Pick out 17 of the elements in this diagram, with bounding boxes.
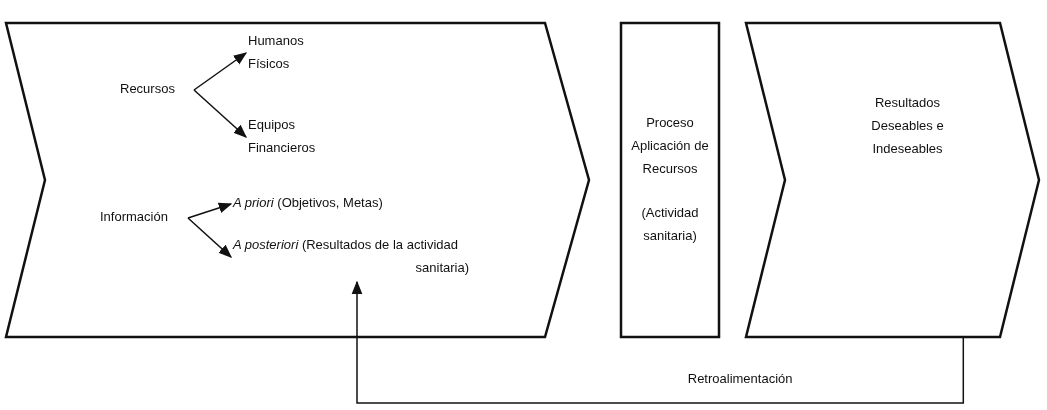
arrow xyxy=(351,280,965,404)
node-text: A priori (Objetivos, Metas) xyxy=(233,192,493,216)
node-text: Recursos xyxy=(120,78,190,102)
process-box xyxy=(620,22,720,338)
arrow xyxy=(187,202,233,219)
chevron-shape xyxy=(5,22,590,338)
chevron-shape xyxy=(745,22,1040,338)
arrow xyxy=(193,89,247,138)
shape-text: Proceso Aplicación de Recursos xyxy=(630,114,710,178)
shape-text: (Actividad sanitaria) xyxy=(640,204,700,246)
arrow xyxy=(193,52,248,91)
node-text: A posteriori (Resultados de la actividad sanitaria) xyxy=(233,234,469,280)
arrow xyxy=(187,217,232,258)
node-text: Equipos Financieros xyxy=(248,114,330,160)
node-text: Humanos Físicos xyxy=(248,30,320,76)
node-text: Información xyxy=(100,206,184,230)
shape-text: Resultados Deseables e Indeseables xyxy=(870,94,945,158)
